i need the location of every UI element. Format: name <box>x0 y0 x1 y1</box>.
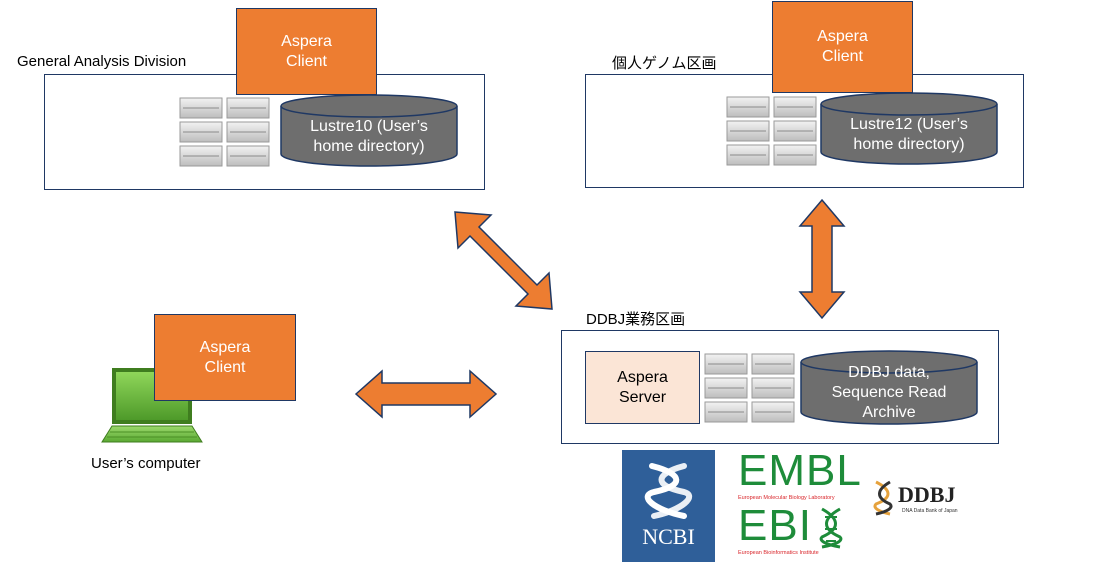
server-rack-icon <box>726 96 817 166</box>
ncbi-logo-text: NCBI <box>642 524 695 549</box>
storage-cylinder-icon <box>820 92 998 165</box>
server-rack-icon <box>179 97 270 167</box>
aspera-server-line1: Aspera <box>617 368 668 386</box>
ncbi-helix-icon <box>644 463 693 519</box>
ddbj-logo: DDBJ DNA Data Bank of Japan <box>872 478 982 518</box>
aspera-client-line1: Aspera <box>281 32 332 50</box>
ddbj-logo-subtitle: DNA Data Bank of Japan <box>902 508 958 514</box>
embl-ebi-logo: EMBL European Molecular Biology Laborato… <box>736 449 861 561</box>
aspera-client-personal: Aspera Client <box>772 1 913 93</box>
storage-cylinder-icon <box>800 350 978 425</box>
server-rack-icon <box>704 353 795 423</box>
lustre12-label: Lustre12 (User’s home directory) <box>822 110 996 160</box>
personal-genome-label: 個人ゲノム区画 <box>612 55 717 72</box>
double-arrow-personal-ddbj <box>798 198 846 320</box>
double-arrow-user-ddbj <box>354 369 498 419</box>
ncbi-logo: NCBI <box>622 450 715 562</box>
aspera-client-line1: Aspera <box>817 28 868 45</box>
double-arrow-general-ddbj <box>454 211 553 310</box>
aspera-client-user: Aspera Client <box>154 314 296 401</box>
aspera-client-line1: Aspera <box>199 338 251 356</box>
storage-cylinder-icon <box>280 94 458 167</box>
aspera-client-line2: Client <box>286 52 327 70</box>
ddbj-storage-line2: Sequence Read <box>831 384 947 401</box>
general-division-label: General Analysis Division <box>17 53 187 70</box>
ddbj-storage-label: DDBJ data, Sequence Read Archive <box>802 362 976 424</box>
embl-logo-text: EMBL <box>738 446 862 495</box>
ddbj-helix-icon <box>873 480 893 516</box>
embl-logo-subtitle: European Molecular Biology Laboratory <box>738 495 835 501</box>
ebi-logo-text: EBI <box>738 501 812 550</box>
aspera-client-general: Aspera Client <box>236 8 377 95</box>
aspera-client-line2: Client <box>204 358 246 376</box>
lustre12-line1: Lustre12 (User’s <box>850 116 968 133</box>
lustre10-label: Lustre10 (User’s home directory) <box>282 112 456 162</box>
ebi-helix-icon <box>819 507 843 549</box>
aspera-server-line2: Server <box>618 388 667 406</box>
user-computer-caption: User’s computer <box>91 455 201 472</box>
ddbj-division-label: DDBJ業務区画 <box>586 311 686 328</box>
ebi-logo-subtitle: European Bioinformatics Institute <box>738 550 819 556</box>
lustre10-line1: Lustre10 (User’s <box>310 118 428 135</box>
ddbj-storage-line3: Archive <box>862 404 916 421</box>
lustre12-line2: home directory) <box>853 136 965 153</box>
ddbj-storage-line1: DDBJ data, <box>848 364 930 381</box>
aspera-server: Aspera Server <box>585 351 700 424</box>
aspera-client-line2: Client <box>822 48 863 65</box>
ddbj-logo-text: DDBJ <box>898 482 956 507</box>
lustre10-line2: home directory) <box>313 138 425 155</box>
